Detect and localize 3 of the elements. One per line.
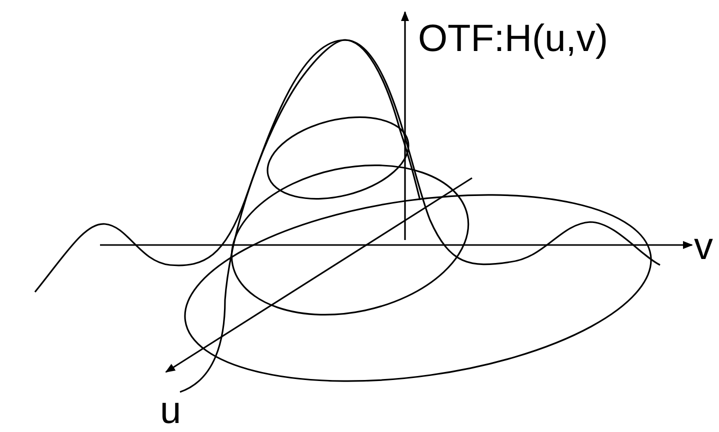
axis-label: u bbox=[160, 392, 182, 430]
axis-label: v bbox=[694, 228, 713, 266]
function-label: OTF:H(u,v) bbox=[418, 20, 608, 58]
